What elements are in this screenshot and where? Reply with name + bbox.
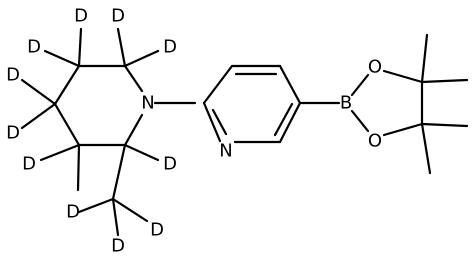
bond xyxy=(278,101,302,144)
bond xyxy=(116,27,127,68)
atom-label-deuterium: D xyxy=(74,6,88,27)
atom-label-deuterium: D xyxy=(111,6,125,27)
bond xyxy=(420,78,469,84)
atom-label-deuterium: D xyxy=(22,154,36,175)
atom-label-deuterium: D xyxy=(150,220,164,241)
bond xyxy=(123,143,160,162)
atom-label-layer: N N B O O D D D D D D D D D D D D xyxy=(6,6,382,257)
atom-label-deuterium: D xyxy=(6,123,20,144)
bond xyxy=(39,143,81,162)
atom-label-deuterium: D xyxy=(163,37,177,58)
bond xyxy=(350,73,370,97)
bond xyxy=(382,69,424,84)
atom-label-deuterium: D xyxy=(111,236,125,257)
bond xyxy=(211,108,228,136)
bond xyxy=(77,197,115,214)
atom-label-boron: B xyxy=(340,93,352,114)
atom-label-n-piperidine: N xyxy=(141,93,154,114)
atom-label-deuterium: D xyxy=(6,65,20,86)
bond xyxy=(111,197,120,237)
atom-label-n-pyridine: N xyxy=(219,141,232,162)
bond xyxy=(202,64,234,105)
bond xyxy=(350,109,370,133)
atom-label-deuterium: D xyxy=(163,154,177,175)
atom-label-oxygen-top: O xyxy=(368,57,382,78)
bond xyxy=(77,27,83,68)
bond xyxy=(53,64,81,106)
atom-label-deuterium: D xyxy=(27,37,41,58)
bond xyxy=(420,33,429,84)
bond-layer xyxy=(20,27,469,237)
bond xyxy=(273,102,294,137)
bond xyxy=(123,113,144,147)
bond xyxy=(420,122,432,175)
bond xyxy=(123,49,160,68)
bond xyxy=(202,101,222,143)
bond xyxy=(111,143,127,201)
bond xyxy=(43,49,81,68)
bond xyxy=(20,102,57,130)
bond xyxy=(420,122,469,128)
bond xyxy=(382,122,424,137)
bond xyxy=(111,197,149,223)
atom-label-deuterium: D xyxy=(66,202,80,223)
bond xyxy=(20,78,57,106)
bond xyxy=(53,102,81,147)
bond xyxy=(76,143,81,192)
bond xyxy=(123,64,144,93)
bond xyxy=(278,64,302,105)
atom-label-oxygen-bottom: O xyxy=(368,131,382,152)
